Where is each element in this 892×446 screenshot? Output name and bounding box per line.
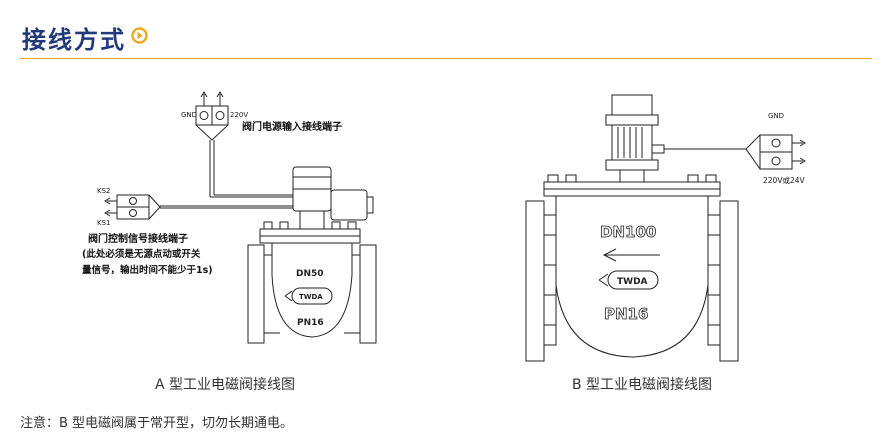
note-text: 注意：B 型电磁阀属于常开型，切勿长期通电。 (20, 416, 294, 431)
diagram-a-caption: A 型工业电磁阀接线图 (155, 377, 296, 393)
diagram-a-brand-label: TWDA (299, 293, 323, 301)
diagram-a-ks2-label: KS2 (97, 187, 111, 195)
diagram-b-wiring: GND 220V或24V DN100 TWDA PN16 (525, 94, 806, 362)
page-title: 接线方式 (22, 26, 126, 54)
header-divider (20, 58, 872, 59)
diagram-b-gnd-label: GND (768, 112, 784, 120)
diagram-a-pn-label: PN16 (297, 318, 324, 328)
diagram-a-power-terminal-label: 阀门电源输入接线端子 (242, 120, 342, 133)
diagram-a-wiring: GND 220V 阀门电源输入接线端子 KS2 KS1 阀门控制信号接线端子 (… (82, 91, 377, 344)
diagram-a-signal-line3: 量信号，输出时间不能少于1s) (82, 264, 213, 276)
diagram-b-pn-label: PN16 (604, 305, 648, 323)
circle-arrow-right-icon (131, 27, 148, 44)
diagram-b-brand-label: TWDA (617, 277, 648, 287)
diagram-b-voltage-label: 220V或24V (763, 175, 805, 185)
diagram-b-caption: B 型工业电磁阀接线图 (572, 377, 713, 393)
diagram-a-ks1-label: KS1 (97, 219, 111, 227)
diagram-b-dn-label: DN100 (600, 223, 656, 241)
diagram-a-signal-line2: (此处必须是无源点动或开关 (82, 248, 201, 260)
diagram-a-gnd-label: GND (181, 111, 197, 119)
diagram-a-220v-label: 220V (230, 111, 248, 119)
diagram-a-signal-line1: 阀门控制信号接线端子 (88, 232, 188, 245)
diagram-a-dn-label: DN50 (296, 269, 324, 279)
